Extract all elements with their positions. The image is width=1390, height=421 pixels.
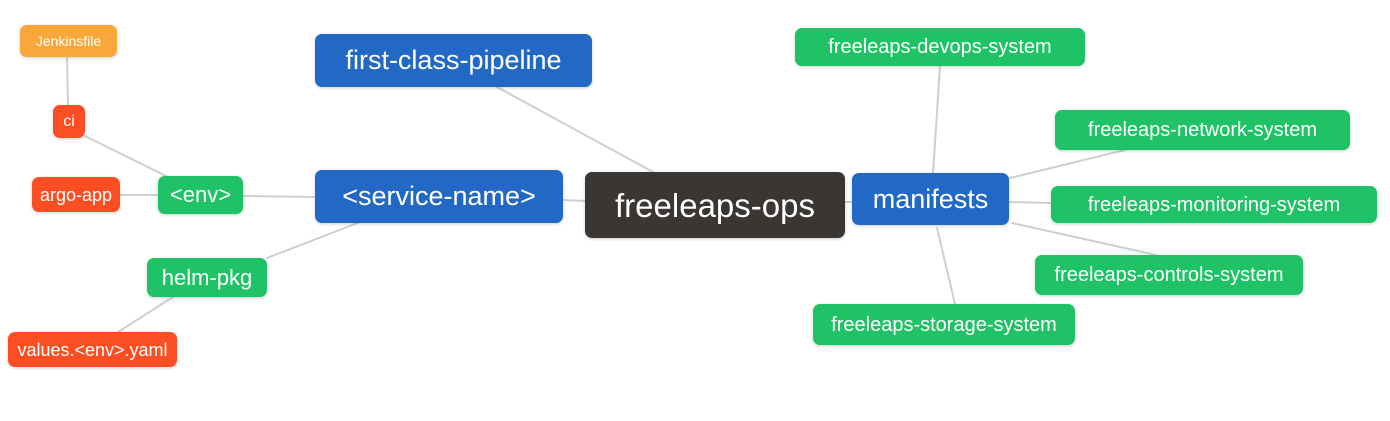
node-jenkinsfile-label: Jenkinsfile (35, 33, 102, 49)
node-freeleaps-devops-system-label: freeleaps-devops-system (828, 36, 1052, 58)
node-first-class-pipeline[interactable]: first-class-pipeline (315, 34, 592, 87)
node-first-class-pipeline-label: first-class-pipeline (345, 45, 562, 75)
edge-jenkinsfile-ci (66, 56, 69, 106)
node-manifests[interactable]: manifests (852, 173, 1009, 225)
node-jenkinsfile[interactable]: Jenkinsfile (20, 25, 117, 57)
node-helm-pkg[interactable]: helm-pkg (147, 258, 267, 297)
edge-first-class-pipeline-ops (496, 86, 654, 173)
node-values-env-yaml-label: values.<env>.yaml (17, 339, 168, 360)
node-env-label: <env> (169, 182, 232, 207)
edge-manifests-storage (936, 227, 956, 305)
edge-manifests-devops (932, 65, 941, 174)
node-helm-pkg-label: helm-pkg (161, 264, 253, 290)
node-freeleaps-controls-system[interactable]: freeleaps-controls-system (1035, 255, 1303, 295)
node-service-name[interactable]: <service-name> (315, 170, 563, 223)
node-manifests-label: manifests (872, 183, 989, 214)
node-freeleaps-storage-system-label: freeleaps-storage-system (831, 313, 1057, 336)
node-freeleaps-ops-label: freeleaps-ops (615, 186, 815, 224)
edge-helm-pkg-service-name (266, 221, 361, 259)
edge-service-name-ops (562, 199, 586, 202)
node-freeleaps-devops-system[interactable]: freeleaps-devops-system (795, 28, 1085, 66)
edge-values-helm-pkg (117, 296, 174, 333)
node-ci-label: ci (63, 112, 75, 130)
node-service-name-label: <service-name> (342, 181, 536, 211)
node-env[interactable]: <env> (158, 176, 243, 214)
node-ci[interactable]: ci (53, 105, 85, 138)
edge-env-service-name (242, 195, 316, 198)
node-freeleaps-network-system-label: freeleaps-network-system (1088, 119, 1317, 141)
node-freeleaps-monitoring-system[interactable]: freeleaps-monitoring-system (1051, 186, 1377, 223)
node-values-env-yaml[interactable]: values.<env>.yaml (8, 332, 177, 367)
edge-ci-env (84, 135, 171, 179)
node-argo-app[interactable]: argo-app (32, 177, 120, 212)
edge-manifests-controls (1011, 222, 1157, 256)
node-argo-app-label: argo-app (39, 184, 113, 205)
node-freeleaps-storage-system[interactable]: freeleaps-storage-system (813, 304, 1075, 345)
edge-manifests-monitoring (1007, 201, 1052, 204)
node-freeleaps-ops-root[interactable]: freeleaps-ops (585, 172, 845, 238)
node-freeleaps-network-system[interactable]: freeleaps-network-system (1055, 110, 1350, 150)
node-freeleaps-controls-system-label: freeleaps-controls-system (1054, 264, 1284, 286)
node-freeleaps-monitoring-system-label: freeleaps-monitoring-system (1087, 193, 1341, 216)
edge-manifests-network (1009, 149, 1126, 179)
